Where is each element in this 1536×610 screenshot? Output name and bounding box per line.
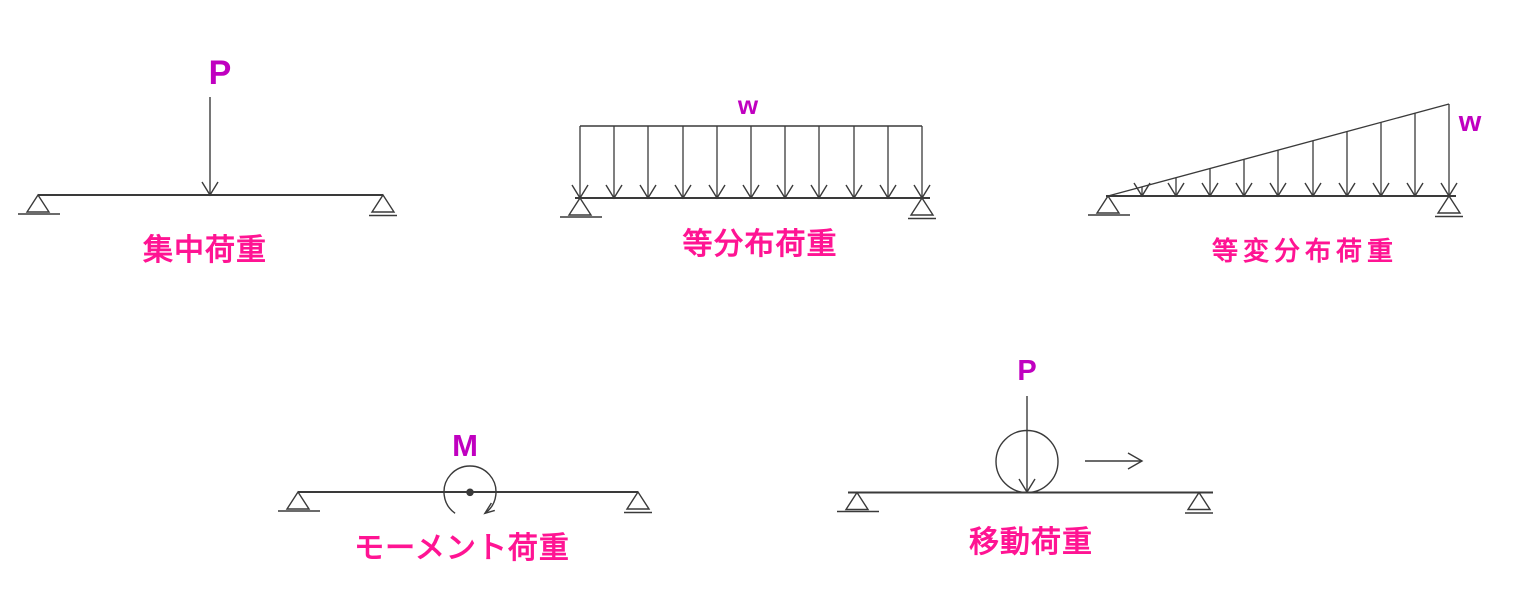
- load-symbol-label: P: [208, 54, 232, 92]
- pin-support-icon: [837, 491, 879, 513]
- roller-support-icon: [369, 193, 397, 217]
- pin-support-icon: [18, 193, 60, 215]
- load-symbol-label: w: [737, 90, 759, 120]
- diagram-caption: 移動荷重: [969, 526, 1093, 559]
- load-symbol-label: w: [1458, 106, 1482, 138]
- uniform-distributed-load-figure: [560, 125, 936, 220]
- roller-support-icon: [1185, 491, 1213, 514]
- diagram-caption: 集中荷重: [143, 234, 267, 267]
- roller-support-icon: [1435, 194, 1463, 218]
- diagram-caption: 等分布荷重: [682, 228, 838, 261]
- distributed-load-arrows: [571, 126, 931, 199]
- moment-arrow-icon: [443, 465, 497, 515]
- pin-support-icon: [1088, 194, 1130, 216]
- pin-support-icon: [560, 196, 602, 218]
- moment-center-dot: [466, 488, 474, 497]
- load-slope-line: [1107, 103, 1450, 197]
- diagram-caption: モーメント荷重: [354, 532, 570, 565]
- direction-arrow-icon: [1085, 452, 1144, 470]
- pin-support-icon: [278, 490, 320, 512]
- load-symbol-label: M: [452, 428, 478, 463]
- distributed-load-arrows: [1133, 104, 1458, 197]
- varying-distributed-load-figure: [1088, 103, 1463, 218]
- moment-load-figure: [278, 465, 652, 515]
- load-symbol-label: P: [1017, 355, 1037, 387]
- roller-support-icon: [908, 196, 936, 220]
- roller-support-icon: [624, 490, 652, 514]
- load-arrow: [1018, 396, 1036, 493]
- moving-load-figure: [837, 396, 1213, 514]
- load-arrow: [201, 97, 219, 196]
- diagram-caption: 等変分布荷重: [1211, 236, 1399, 266]
- concentrated-load-figure: [18, 97, 397, 217]
